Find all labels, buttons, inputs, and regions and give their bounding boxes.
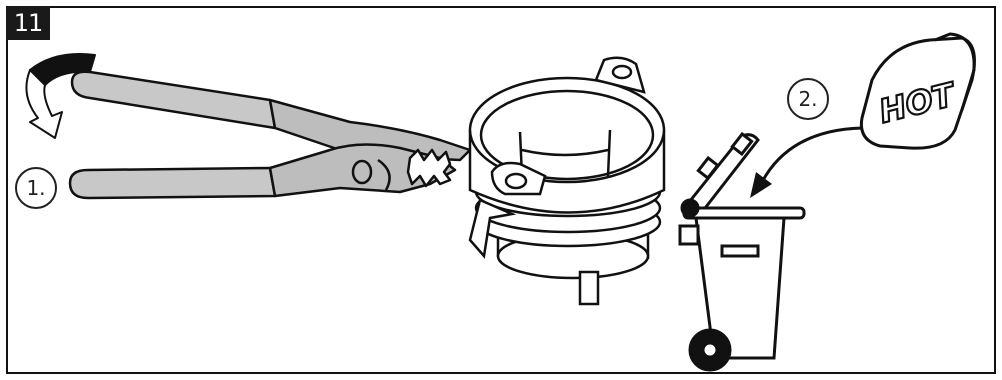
pliers-icon <box>70 72 470 198</box>
callout-step-2: 2. <box>787 78 829 120</box>
callout-step-1: 1. <box>15 167 57 209</box>
filter-ring-icon <box>470 58 664 304</box>
drop-arrow-icon <box>750 128 862 198</box>
step-number-badge: 11 <box>6 6 50 40</box>
trash-bin-icon <box>680 134 804 370</box>
